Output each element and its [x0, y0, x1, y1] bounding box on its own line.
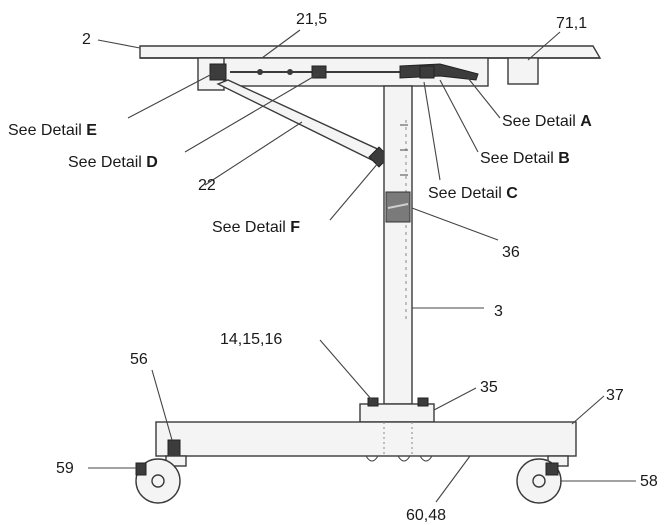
leader-detail-f	[329, 161, 380, 221]
column-outer	[383, 85, 413, 405]
leader-detail-d	[184, 73, 319, 153]
label-plate-mark	[387, 203, 409, 209]
mechanism-block-e	[209, 63, 227, 81]
leader-14-15-16	[319, 339, 373, 401]
leader-35	[433, 387, 477, 411]
caster-right	[516, 455, 569, 504]
label-22: 22	[198, 177, 216, 194]
label-71-1: 71,1	[556, 15, 587, 32]
leader-22	[204, 121, 303, 186]
table-top	[139, 45, 602, 59]
label-2: 2	[82, 31, 91, 48]
leader-detail-b	[439, 79, 479, 153]
detail-f-callout: See Detail F	[212, 219, 300, 236]
base-collar	[359, 403, 435, 423]
detail-a-callout: See Detail A	[502, 113, 592, 130]
label-35: 35	[480, 379, 498, 396]
bottom-fastener	[365, 455, 379, 462]
leader-detail-e	[127, 73, 213, 119]
label-3: 3	[494, 303, 503, 320]
rail-pin	[287, 69, 293, 75]
leader-detail-a	[467, 77, 501, 119]
leveler-56	[167, 439, 181, 457]
leader-2	[97, 39, 141, 49]
diagonal-strut	[216, 79, 386, 163]
detail-e-callout: See Detail E	[8, 122, 97, 139]
mechanism-block-a	[419, 65, 435, 79]
label-56: 56	[130, 351, 148, 368]
leader-36	[411, 207, 499, 241]
bolt-right	[417, 397, 429, 407]
leader-71-1	[527, 31, 561, 61]
label-60-48: 60,48	[406, 507, 446, 524]
leader-37	[571, 395, 605, 425]
leader-56	[151, 369, 173, 441]
label-36: 36	[502, 244, 520, 261]
detail-d-callout: See Detail D	[68, 154, 158, 171]
label-21-5: 21,5	[296, 11, 327, 28]
right-block-71	[507, 57, 539, 85]
label-14-15-16: 14,15,16	[220, 331, 282, 348]
label-58: 58	[640, 473, 658, 490]
detail-c-callout: See Detail C	[428, 185, 518, 202]
bottom-fastener	[397, 455, 411, 462]
rail-pin	[257, 69, 263, 75]
leader-21-5	[261, 29, 301, 59]
detail-b-callout: See Detail B	[480, 150, 570, 167]
label-59: 59	[56, 460, 74, 477]
bolt-left	[367, 397, 379, 407]
caster-left	[135, 455, 187, 504]
base-beam	[155, 421, 577, 457]
leader-60-48	[435, 455, 471, 503]
leader-detail-c	[423, 81, 441, 181]
label-37: 37	[606, 387, 624, 404]
bottom-fastener	[419, 455, 433, 462]
